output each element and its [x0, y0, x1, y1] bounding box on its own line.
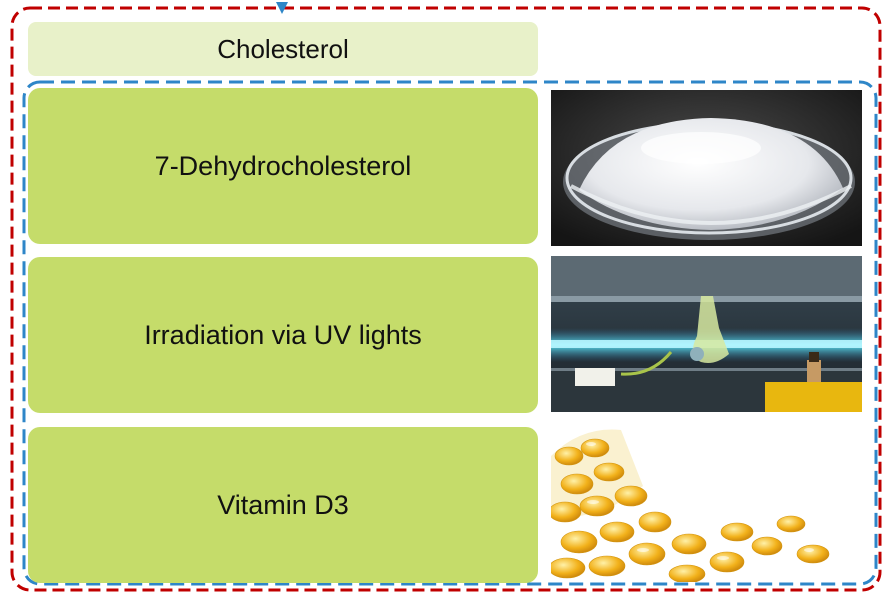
step-vitamin-d3: Vitamin D3: [28, 427, 538, 583]
step-uv-irradiation-label: Irradiation via UV lights: [144, 319, 422, 350]
step-uv-irradiation: Irradiation via UV lights: [28, 257, 538, 413]
step-cholesterol: Cholesterol: [28, 22, 538, 76]
step-7-dehydrocholesterol: 7-Dehydrocholesterol: [28, 88, 538, 244]
step-cholesterol-label: Cholesterol: [217, 33, 349, 64]
outer-dashed-frame: [10, 6, 882, 592]
arrow-down-icon: [276, 2, 288, 14]
inner-dashed-frame: [22, 80, 878, 586]
powder-dish-image: [551, 90, 862, 246]
step-vitamin-d3-label: Vitamin D3: [217, 489, 349, 520]
uv-lamp-lab-image: [551, 256, 862, 412]
vitamin-capsules-image: [551, 426, 862, 582]
step-7-dehydrocholesterol-label: 7-Dehydrocholesterol: [154, 150, 412, 181]
